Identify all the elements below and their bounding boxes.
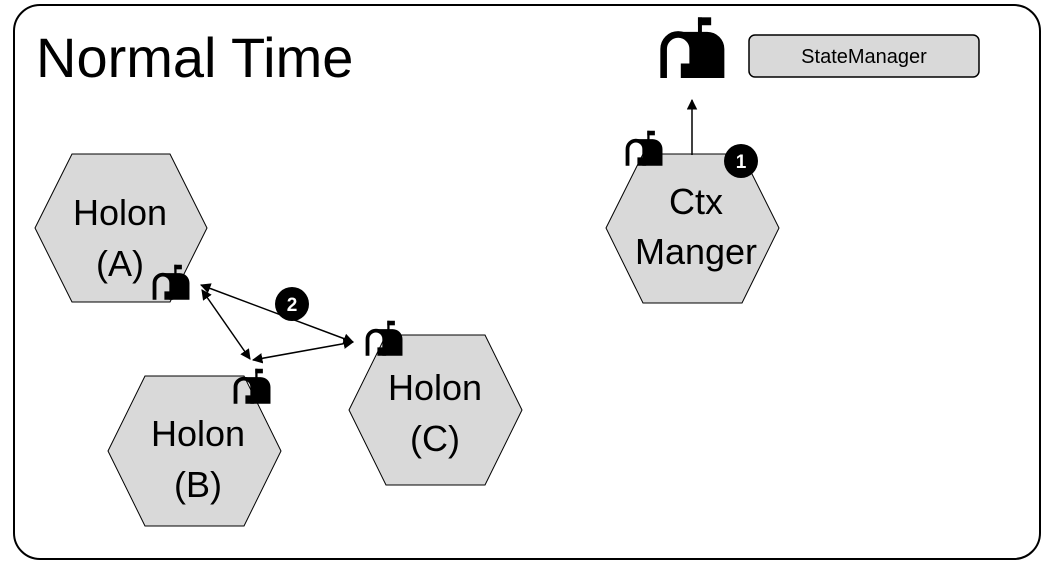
ctx-manager-label-line1: Ctx — [669, 181, 723, 222]
step-badge-2-circle — [275, 287, 309, 321]
holon-b-label-line1: Holon — [151, 413, 245, 454]
holon-c-label-line1: Holon — [388, 367, 482, 408]
ctx-manager-hexagon — [605, 153, 780, 304]
step-badge-2-label: 2 — [287, 295, 298, 316]
state-manager-box — [748, 34, 980, 78]
holon-a-label-line1: Holon — [73, 192, 167, 233]
holon-c-hexagon — [348, 334, 523, 486]
holon-b-label-line2: (B) — [174, 464, 222, 505]
state-manager-label: StateManager — [801, 46, 927, 68]
step-badge-2: 2 — [275, 287, 309, 321]
ctx-manager-label-line2: Manger — [635, 231, 757, 272]
step-badge-1-circle — [724, 144, 758, 178]
diagram-title: Normal Time — [36, 26, 353, 89]
holon-a-hexagon — [34, 153, 208, 303]
node-ctx-manager: Ctx Manger — [605, 153, 780, 304]
diagram-frame — [13, 4, 1041, 560]
step-badge-1-label: 1 — [736, 152, 747, 173]
node-holon-b: Holon (B) — [107, 375, 282, 527]
node-holon-c: Holon (C) — [348, 334, 523, 486]
holon-b-hexagon — [107, 375, 282, 527]
step-badge-1: 1 — [724, 144, 758, 178]
holon-b-to-holon-c-arrow — [251, 338, 355, 364]
holon-a-label-line2: (A) — [96, 243, 144, 284]
holon-c-label-line2: (C) — [410, 418, 460, 459]
node-holon-a: Holon (A) — [34, 153, 208, 303]
holon-a-to-holon-b-arrow — [201, 289, 251, 360]
